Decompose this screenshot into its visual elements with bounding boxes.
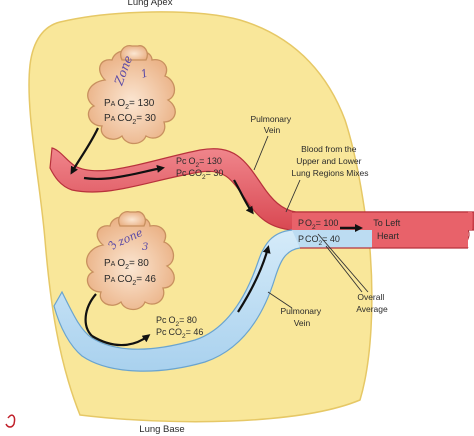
mixed-pco2-label: PCO2= 40 (298, 234, 340, 247)
mixed-po2-label: PO2= 100 (298, 218, 338, 231)
mixing-leader-line (285, 179, 301, 213)
to-left-heart-label: To Left Heart (373, 218, 403, 241)
svg-text:1: 1 (139, 67, 149, 81)
lower-flow-arrow-3 (237, 245, 271, 313)
svg-text:3: 3 (142, 242, 148, 253)
mixed-vessel-upper-tint (292, 212, 472, 230)
mixing-label: Blood from the Upper and Lower Lung Regi… (291, 144, 368, 178)
overall-leader-line-2 (317, 233, 369, 293)
overall-leader-line-1 (325, 245, 363, 293)
lower-flow-arrow-1 (84, 293, 97, 337)
upper-vein-leader-line (253, 135, 269, 171)
upper-flow-arrow-3 (233, 179, 254, 215)
lower-pulmonary-vein-label: Pulmonary Vein (280, 306, 323, 328)
lower-alveolus (86, 211, 175, 311)
mixed-vessel-lower-tint (292, 230, 372, 248)
red-pen-mark (5, 414, 16, 428)
lung-base-label: Lung Base (139, 424, 184, 435)
lower-flow-arrow-2 (91, 334, 151, 347)
upper-alveolus (87, 45, 176, 145)
upper-pulmonary-vein-label: Pulmonary Vein (250, 114, 293, 135)
upper-flow-arrow-2 (83, 164, 165, 180)
lower-vein-leader-line (267, 291, 293, 309)
overall-average-label: Overall Average (356, 292, 388, 314)
upper-flow-arrow-1 (70, 127, 99, 175)
mixed-vessel-lower-red (372, 230, 468, 248)
lung-apex-label: Lung Apex (128, 0, 173, 8)
